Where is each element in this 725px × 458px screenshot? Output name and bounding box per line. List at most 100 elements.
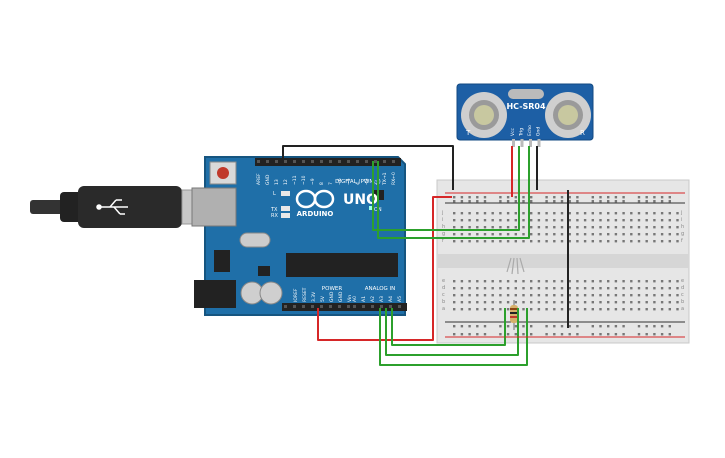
breadboard-hole[interactable] xyxy=(637,212,641,215)
breadboard-hole[interactable] xyxy=(476,212,479,215)
breadboard-hole[interactable] xyxy=(614,280,618,283)
rail-hole[interactable] xyxy=(637,200,641,203)
header-pin[interactable] xyxy=(302,305,305,308)
breadboard-hole[interactable] xyxy=(506,233,510,236)
rail-hole[interactable] xyxy=(453,196,456,199)
rail-hole[interactable] xyxy=(568,196,571,199)
rail-hole[interactable] xyxy=(545,196,548,199)
rail-hole[interactable] xyxy=(599,200,602,203)
breadboard-hole[interactable] xyxy=(491,280,494,283)
header-pin[interactable] xyxy=(356,160,359,163)
header-pin[interactable] xyxy=(284,305,287,308)
sensor-pin[interactable] xyxy=(520,139,524,147)
rail-hole[interactable] xyxy=(522,196,525,199)
breadboard-hole[interactable] xyxy=(591,219,594,222)
breadboard-hole[interactable] xyxy=(522,233,525,236)
breadboard-hole[interactable] xyxy=(576,294,579,297)
breadboard-hole[interactable] xyxy=(545,219,548,222)
breadboard-hole[interactable] xyxy=(553,226,556,229)
breadboard-hole[interactable] xyxy=(630,240,633,243)
breadboard-hole[interactable] xyxy=(499,308,502,311)
rail-hole[interactable] xyxy=(514,200,517,203)
breadboard-hole[interactable] xyxy=(660,308,664,311)
breadboard-hole[interactable] xyxy=(653,212,656,215)
breadboard-hole[interactable] xyxy=(637,280,641,283)
breadboard-hole[interactable] xyxy=(645,219,648,222)
breadboard-hole[interactable] xyxy=(645,301,648,304)
breadboard-hole[interactable] xyxy=(583,233,587,236)
breadboard-hole[interactable] xyxy=(553,301,556,304)
breadboard-hole[interactable] xyxy=(660,280,664,283)
breadboard-hole[interactable] xyxy=(622,287,625,290)
breadboard-hole[interactable] xyxy=(499,240,502,243)
breadboard-hole[interactable] xyxy=(553,280,556,283)
breadboard-hole[interactable] xyxy=(576,212,579,215)
power-header[interactable] xyxy=(282,303,356,311)
rail-hole[interactable] xyxy=(506,333,510,336)
breadboard-hole[interactable] xyxy=(468,280,471,283)
breadboard-hole[interactable] xyxy=(607,287,610,290)
rail-hole[interactable] xyxy=(614,196,618,199)
breadboard-hole[interactable] xyxy=(676,287,679,290)
breadboard-hole[interactable] xyxy=(499,226,502,229)
breadboard-hole[interactable] xyxy=(499,294,502,297)
breadboard-hole[interactable] xyxy=(583,287,587,290)
breadboard-hole[interactable] xyxy=(460,226,464,229)
rail-hole[interactable] xyxy=(591,325,594,328)
rail-hole[interactable] xyxy=(560,325,564,328)
breadboard-hole[interactable] xyxy=(583,212,587,215)
sensor-pin[interactable] xyxy=(512,139,515,147)
rail-hole[interactable] xyxy=(560,333,564,336)
breadboard-hole[interactable] xyxy=(522,212,525,215)
breadboard-hole[interactable] xyxy=(676,219,679,222)
breadboard-hole[interactable] xyxy=(630,280,633,283)
breadboard-hole[interactable] xyxy=(545,240,548,243)
rail-hole[interactable] xyxy=(468,196,471,199)
breadboard-hole[interactable] xyxy=(468,233,471,236)
breadboard-hole[interactable] xyxy=(460,294,464,297)
breadboard-hole[interactable] xyxy=(530,240,533,243)
breadboard-hole[interactable] xyxy=(560,308,564,311)
breadboard-hole[interactable] xyxy=(453,219,456,222)
breadboard-hole[interactable] xyxy=(560,212,564,215)
rail-hole[interactable] xyxy=(622,333,625,336)
rail-hole[interactable] xyxy=(668,196,671,199)
breadboard-hole[interactable] xyxy=(653,233,656,236)
breadboard-hole[interactable] xyxy=(568,226,571,229)
breadboard-hole[interactable] xyxy=(599,226,602,229)
breadboard-hole[interactable] xyxy=(514,226,517,229)
breadboard-hole[interactable] xyxy=(453,233,456,236)
rail-hole[interactable] xyxy=(460,325,464,328)
breadboard-hole[interactable] xyxy=(583,301,587,304)
header-pin[interactable] xyxy=(347,160,350,163)
breadboard-hole[interactable] xyxy=(453,280,456,283)
rail-hole[interactable] xyxy=(545,325,548,328)
breadboard-hole[interactable] xyxy=(483,308,487,311)
breadboard-hole[interactable] xyxy=(599,308,602,311)
breadboard-hole[interactable] xyxy=(568,212,571,215)
rail-hole[interactable] xyxy=(645,196,648,199)
breadboard-hole[interactable] xyxy=(530,233,533,236)
rail-hole[interactable] xyxy=(645,325,648,328)
breadboard-hole[interactable] xyxy=(676,212,679,215)
breadboard-hole[interactable] xyxy=(614,287,618,290)
breadboard-hole[interactable] xyxy=(637,287,641,290)
breadboard-hole[interactable] xyxy=(653,240,656,243)
breadboard-hole[interactable] xyxy=(568,308,571,311)
breadboard-hole[interactable] xyxy=(476,240,479,243)
breadboard-hole[interactable] xyxy=(491,233,494,236)
breadboard-hole[interactable] xyxy=(660,226,664,229)
breadboard-hole[interactable] xyxy=(468,287,471,290)
breadboard-hole[interactable] xyxy=(576,226,579,229)
rail-hole[interactable] xyxy=(553,325,556,328)
breadboard-hole[interactable] xyxy=(453,226,456,229)
rail-hole[interactable] xyxy=(614,325,618,328)
analog-header[interactable] xyxy=(351,303,407,311)
header-pin[interactable] xyxy=(380,305,383,308)
breadboard-hole[interactable] xyxy=(468,301,471,304)
header-pin[interactable] xyxy=(365,160,368,163)
breadboard-hole[interactable] xyxy=(676,294,679,297)
breadboard-hole[interactable] xyxy=(576,301,579,304)
rail-hole[interactable] xyxy=(499,200,502,203)
breadboard-hole[interactable] xyxy=(607,240,610,243)
